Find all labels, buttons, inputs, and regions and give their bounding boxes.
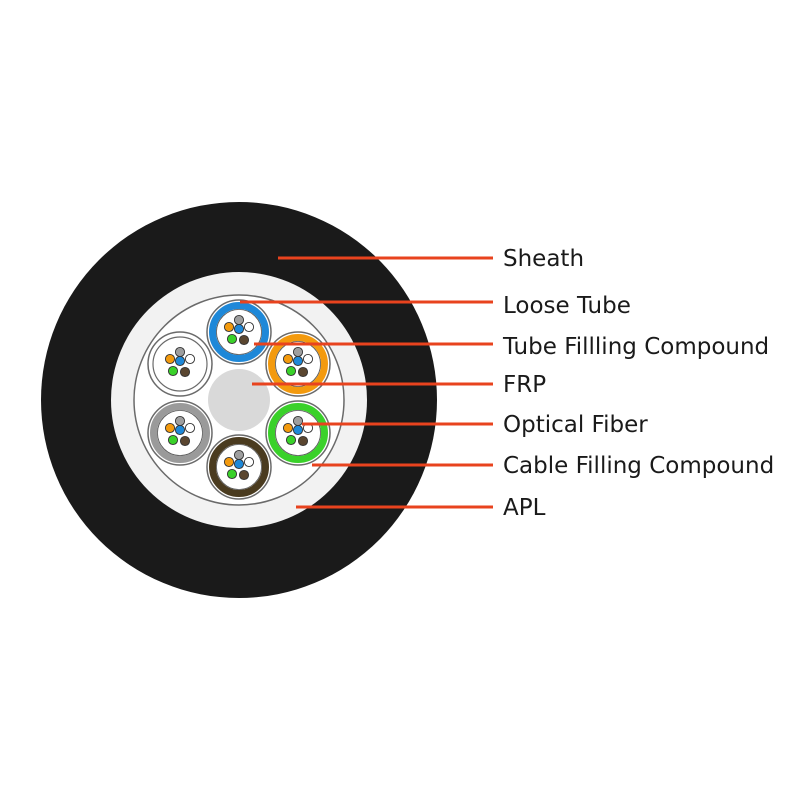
label-optical-fiber: Optical Fiber — [503, 412, 648, 438]
optical-fiber — [233, 458, 245, 470]
optical-fiber — [292, 415, 304, 427]
optical-fiber — [292, 346, 304, 358]
label-frp: FRP — [503, 372, 546, 398]
optical-fiber — [285, 365, 297, 377]
label-tube-filling-compound: Tube Fillling Compound — [502, 334, 769, 360]
tube-inner-edge — [275, 341, 321, 387]
optical-fiber — [167, 434, 179, 446]
optical-fiber — [174, 415, 186, 427]
tube-inner-edge — [216, 444, 262, 490]
optical-fiber — [297, 435, 309, 447]
label-cable-filling-compound: Cable Filling Compound — [503, 453, 774, 479]
optical-fiber — [174, 355, 186, 367]
optical-fiber — [292, 355, 304, 367]
optical-fiber — [179, 435, 191, 447]
loose-tube-orange-tube — [265, 331, 331, 397]
component-labels: Sheath Loose Tube Tube Fillling Compound… — [502, 246, 774, 521]
loose-tube-green-tube — [265, 400, 331, 466]
cable-cross-section — [41, 202, 437, 598]
optical-fiber — [174, 346, 186, 358]
loose-tube-white-tube — [147, 331, 213, 397]
optical-fiber — [302, 353, 314, 365]
optical-fiber — [238, 334, 250, 346]
tube-inner-edge — [275, 410, 321, 456]
optical-fiber — [233, 314, 245, 326]
optical-fiber — [233, 449, 245, 461]
optical-fiber — [174, 424, 186, 436]
loose-tube-grey-tube — [147, 400, 213, 466]
optical-fiber — [233, 323, 245, 335]
optical-fiber — [292, 424, 304, 436]
optical-fiber — [297, 366, 309, 378]
optical-fiber — [167, 365, 179, 377]
optical-fiber — [285, 434, 297, 446]
optical-fiber — [184, 353, 196, 365]
optical-fiber — [164, 353, 176, 365]
loose-tube-brown-tube — [206, 434, 272, 500]
optical-fiber — [238, 469, 250, 481]
label-sheath: Sheath — [503, 246, 584, 272]
optical-fiber — [223, 321, 235, 333]
frp-center — [208, 369, 270, 431]
optical-fiber — [223, 456, 235, 468]
optical-fiber — [184, 422, 196, 434]
label-loose-tube: Loose Tube — [503, 293, 631, 319]
optical-fiber — [282, 353, 294, 365]
optical-fiber — [243, 456, 255, 468]
optical-fiber — [226, 468, 238, 480]
optical-fiber — [226, 333, 238, 345]
leader-lines — [240, 256, 493, 509]
optical-fiber — [164, 422, 176, 434]
optical-fiber — [179, 366, 191, 378]
optical-fiber — [243, 321, 255, 333]
tube-inner-edge — [157, 410, 203, 456]
tube-inner-edge — [216, 309, 262, 355]
loose-tube-blue-tube — [206, 299, 272, 365]
label-apl: APL — [503, 495, 546, 521]
optical-fiber — [282, 422, 294, 434]
